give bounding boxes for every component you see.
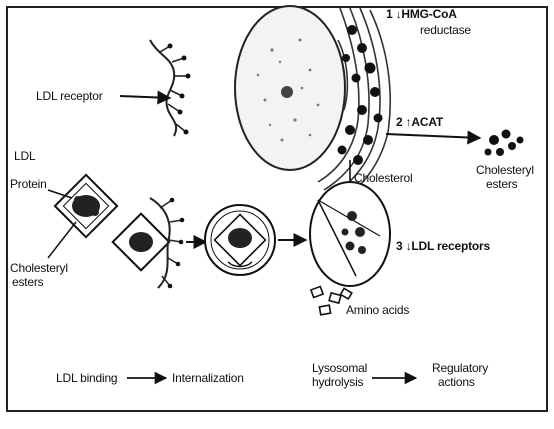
amino-acids-label: Amino acids: [346, 304, 409, 317]
acat-arrow: [386, 134, 480, 138]
protein-label: Protein: [10, 178, 47, 191]
ldl-binding-label: LDL binding: [56, 372, 117, 385]
hmg-coa-step-label: 1 ↓HMG-CoA: [386, 8, 457, 21]
ldl-receptors-step-label: 3 ↓LDL receptors: [396, 240, 490, 253]
cholesteryl-pointer: [48, 222, 76, 258]
cholesteryl-esters-right-label: Cholesteryl: [476, 164, 534, 177]
endocytic-vesicle: [205, 205, 275, 275]
cholesteryl-esters-left-label: Cholesteryl: [10, 262, 68, 275]
cholesteryl-esters-right-label-cont: esters: [486, 178, 517, 191]
cholesteryl-esters-left-label-cont: esters: [12, 276, 43, 289]
lysosomal-label: Lysosomal: [312, 362, 367, 375]
cholesterol-label: Cholesterol: [354, 172, 413, 185]
hmg-coa-step-cont: reductase: [420, 24, 471, 37]
lysosomal-label-cont: hydrolysis: [312, 376, 363, 389]
regulatory-label-cont: actions: [438, 376, 475, 389]
ldl-receptor-arrow: [120, 96, 170, 98]
acat-step-label: 2 ↑ACAT: [396, 116, 443, 129]
cholesteryl-ester-droplets: [485, 130, 524, 157]
internalization-label: Internalization: [172, 372, 244, 385]
ldl-label: LDL: [14, 150, 35, 163]
ldl-particle: [55, 175, 117, 237]
lysosome: [310, 182, 390, 286]
regulatory-label: Regulatory: [432, 362, 488, 375]
ldl-receptor-pit: [150, 40, 191, 136]
ldl-bound-to-pit: [113, 198, 185, 289]
ldl-receptor-label: LDL receptor: [36, 90, 103, 103]
nucleus: [235, 6, 345, 170]
